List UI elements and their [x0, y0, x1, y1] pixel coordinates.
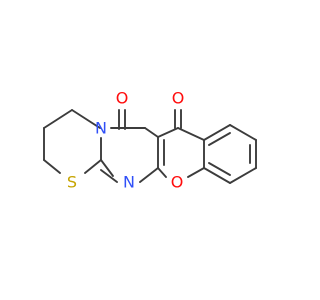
- bond: [84, 159, 102, 174]
- benzene-ring: [203, 124, 257, 184]
- pyrimidinone-ring: [100, 127, 165, 183]
- carbonyl-bonds: [118, 109, 182, 130]
- bond: [100, 159, 114, 177]
- nitrogen-atom-label: N: [123, 173, 135, 192]
- nitrogen-atom-label: N: [95, 119, 107, 138]
- bond: [144, 127, 159, 138]
- bond: [203, 167, 231, 184]
- bond: [187, 167, 205, 178]
- sulfur-atom-label: S: [67, 173, 77, 192]
- bond: [208, 162, 231, 176]
- oxygen-atom-label: O: [116, 89, 129, 108]
- bond: [229, 124, 257, 141]
- bond: [203, 124, 231, 141]
- chemical-structure-diagram: O O N S N O: [43, 89, 257, 192]
- bond: [229, 167, 257, 184]
- bond: [43, 109, 73, 129]
- thiazine-ring: [43, 109, 102, 174]
- bond: [177, 127, 205, 141]
- bond: [157, 127, 179, 138]
- bond: [43, 159, 61, 174]
- bond: [157, 167, 167, 178]
- bond: [100, 169, 118, 183]
- oxygen-atom-label: O: [171, 173, 184, 192]
- pyranone-ring: [157, 127, 205, 178]
- oxygen-atom-label: O: [172, 89, 185, 108]
- bond: [139, 167, 159, 183]
- bond: [208, 132, 231, 146]
- bond: [71, 109, 101, 129]
